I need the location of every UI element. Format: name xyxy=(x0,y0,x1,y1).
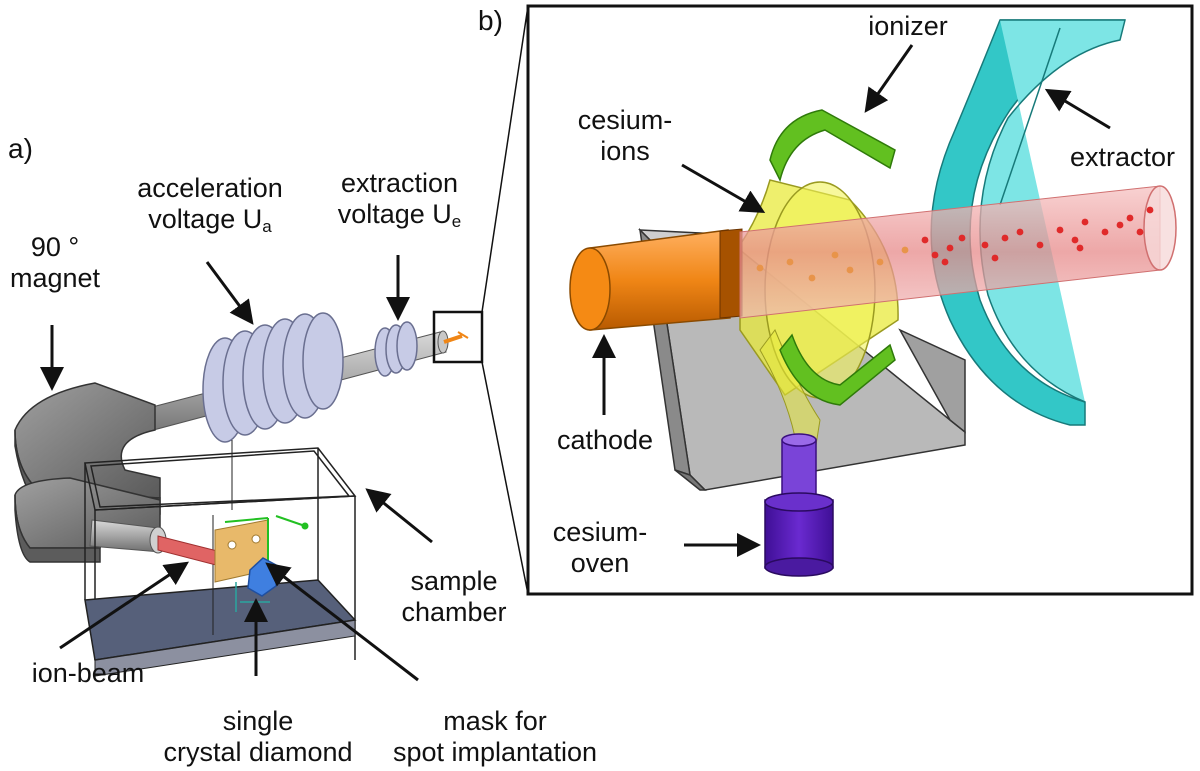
ion-dot xyxy=(786,258,794,266)
diamond-label-line1: single xyxy=(222,706,294,736)
ion-dot xyxy=(1001,234,1009,242)
ion-dot xyxy=(756,264,764,272)
ion-dot xyxy=(1126,214,1134,222)
extractor-label: extractor xyxy=(1069,142,1176,172)
mask-label-line1: mask for xyxy=(443,706,547,736)
panel-b-arrows xyxy=(592,44,1111,557)
sample-chamber-label: sample chamber xyxy=(392,566,516,628)
ion-dot xyxy=(808,274,816,282)
ion-dots xyxy=(756,206,1154,282)
ion-dot xyxy=(831,251,839,259)
magnet-label-line1: 90 ° xyxy=(30,232,80,262)
ion-dot xyxy=(941,258,949,266)
acceleration-voltage-label: acceleration voltage Ua xyxy=(115,173,305,242)
ion-dot xyxy=(876,258,884,266)
ion-dot xyxy=(931,251,939,259)
ion-dot xyxy=(981,241,989,249)
ion-dot xyxy=(1016,228,1024,236)
ion-dot xyxy=(991,254,999,262)
extraction-label-line2: voltage Ue xyxy=(322,199,477,237)
ion-dot xyxy=(1101,228,1109,236)
zoom-box xyxy=(432,310,484,364)
magnet-label-line2: magnet xyxy=(10,263,101,293)
ion-dot xyxy=(946,244,954,252)
panel-b-label: b) xyxy=(478,5,503,36)
sample-chamber-line2: chamber xyxy=(401,597,507,627)
ion-dot xyxy=(1071,236,1079,244)
cesium-oven-line2: oven xyxy=(570,548,630,578)
acceleration-label-line2: voltage Ua xyxy=(115,204,305,242)
cesium-oven xyxy=(764,433,834,577)
cathode xyxy=(569,228,743,331)
extraction-voltage-prefix: voltage U xyxy=(337,199,452,229)
extraction-label-line1: extraction xyxy=(340,168,459,198)
ion-dot xyxy=(1056,226,1064,234)
acceleration-voltage-prefix: voltage U xyxy=(148,204,263,234)
cesium-ions-line1: cesium- xyxy=(577,105,673,135)
chamber-tube xyxy=(89,519,167,554)
ion-dot xyxy=(1081,218,1089,226)
acceleration-voltage-subscript: a xyxy=(262,217,272,236)
panel-b-artwork xyxy=(569,19,1177,577)
ion-dot xyxy=(901,246,909,254)
extraction-coil xyxy=(374,321,418,377)
cathode-label: cathode xyxy=(556,425,654,455)
ion-dot xyxy=(846,266,854,274)
cathode-tip xyxy=(443,334,463,344)
sample-chamber-line1: sample xyxy=(410,566,498,596)
panel-a-label: a) xyxy=(8,133,33,164)
ionizer-label: ionizer xyxy=(868,11,948,41)
diamond-label: single crystal diamond xyxy=(158,706,358,768)
mask-label-line2: spot implantation xyxy=(392,737,598,767)
ion-dot xyxy=(1036,241,1044,249)
extraction-voltage-subscript: e xyxy=(451,212,462,231)
ion-beam-label: ion-beam xyxy=(31,658,145,688)
ion-dot xyxy=(921,236,929,244)
extraction-voltage-label: extraction voltage Ue xyxy=(322,168,477,237)
zoom-line-bottom xyxy=(481,361,529,595)
ion-dot xyxy=(1146,206,1154,214)
diamond-label-line2: crystal diamond xyxy=(163,737,353,767)
cesium-oven-line1: cesium- xyxy=(552,517,648,547)
panel-a-arrows xyxy=(40,255,433,682)
mask-label: mask for spot implantation xyxy=(380,706,610,768)
panel-a-artwork xyxy=(14,5,529,677)
cesium-ions-label: cesium- ions xyxy=(560,105,690,167)
zoom-line-top xyxy=(481,5,529,313)
cesium-oven-label: cesium- oven xyxy=(540,517,660,579)
ion-beam-cylinder xyxy=(739,185,1177,319)
ionizer xyxy=(769,109,896,406)
ion-dot xyxy=(1136,228,1144,236)
extractor xyxy=(930,19,1126,426)
acceleration-coil xyxy=(202,312,344,443)
cathode-tip-detail xyxy=(457,331,469,339)
ion-dot xyxy=(1076,244,1084,252)
acceleration-label-line1: acceleration xyxy=(137,173,283,203)
bending-magnet xyxy=(14,382,161,563)
ion-dot xyxy=(1116,221,1124,229)
magnet-label: 90 ° magnet xyxy=(10,232,100,294)
mask-axes xyxy=(224,515,309,562)
cesium-ions-line2: ions xyxy=(600,136,650,166)
ion-dot xyxy=(958,234,966,242)
